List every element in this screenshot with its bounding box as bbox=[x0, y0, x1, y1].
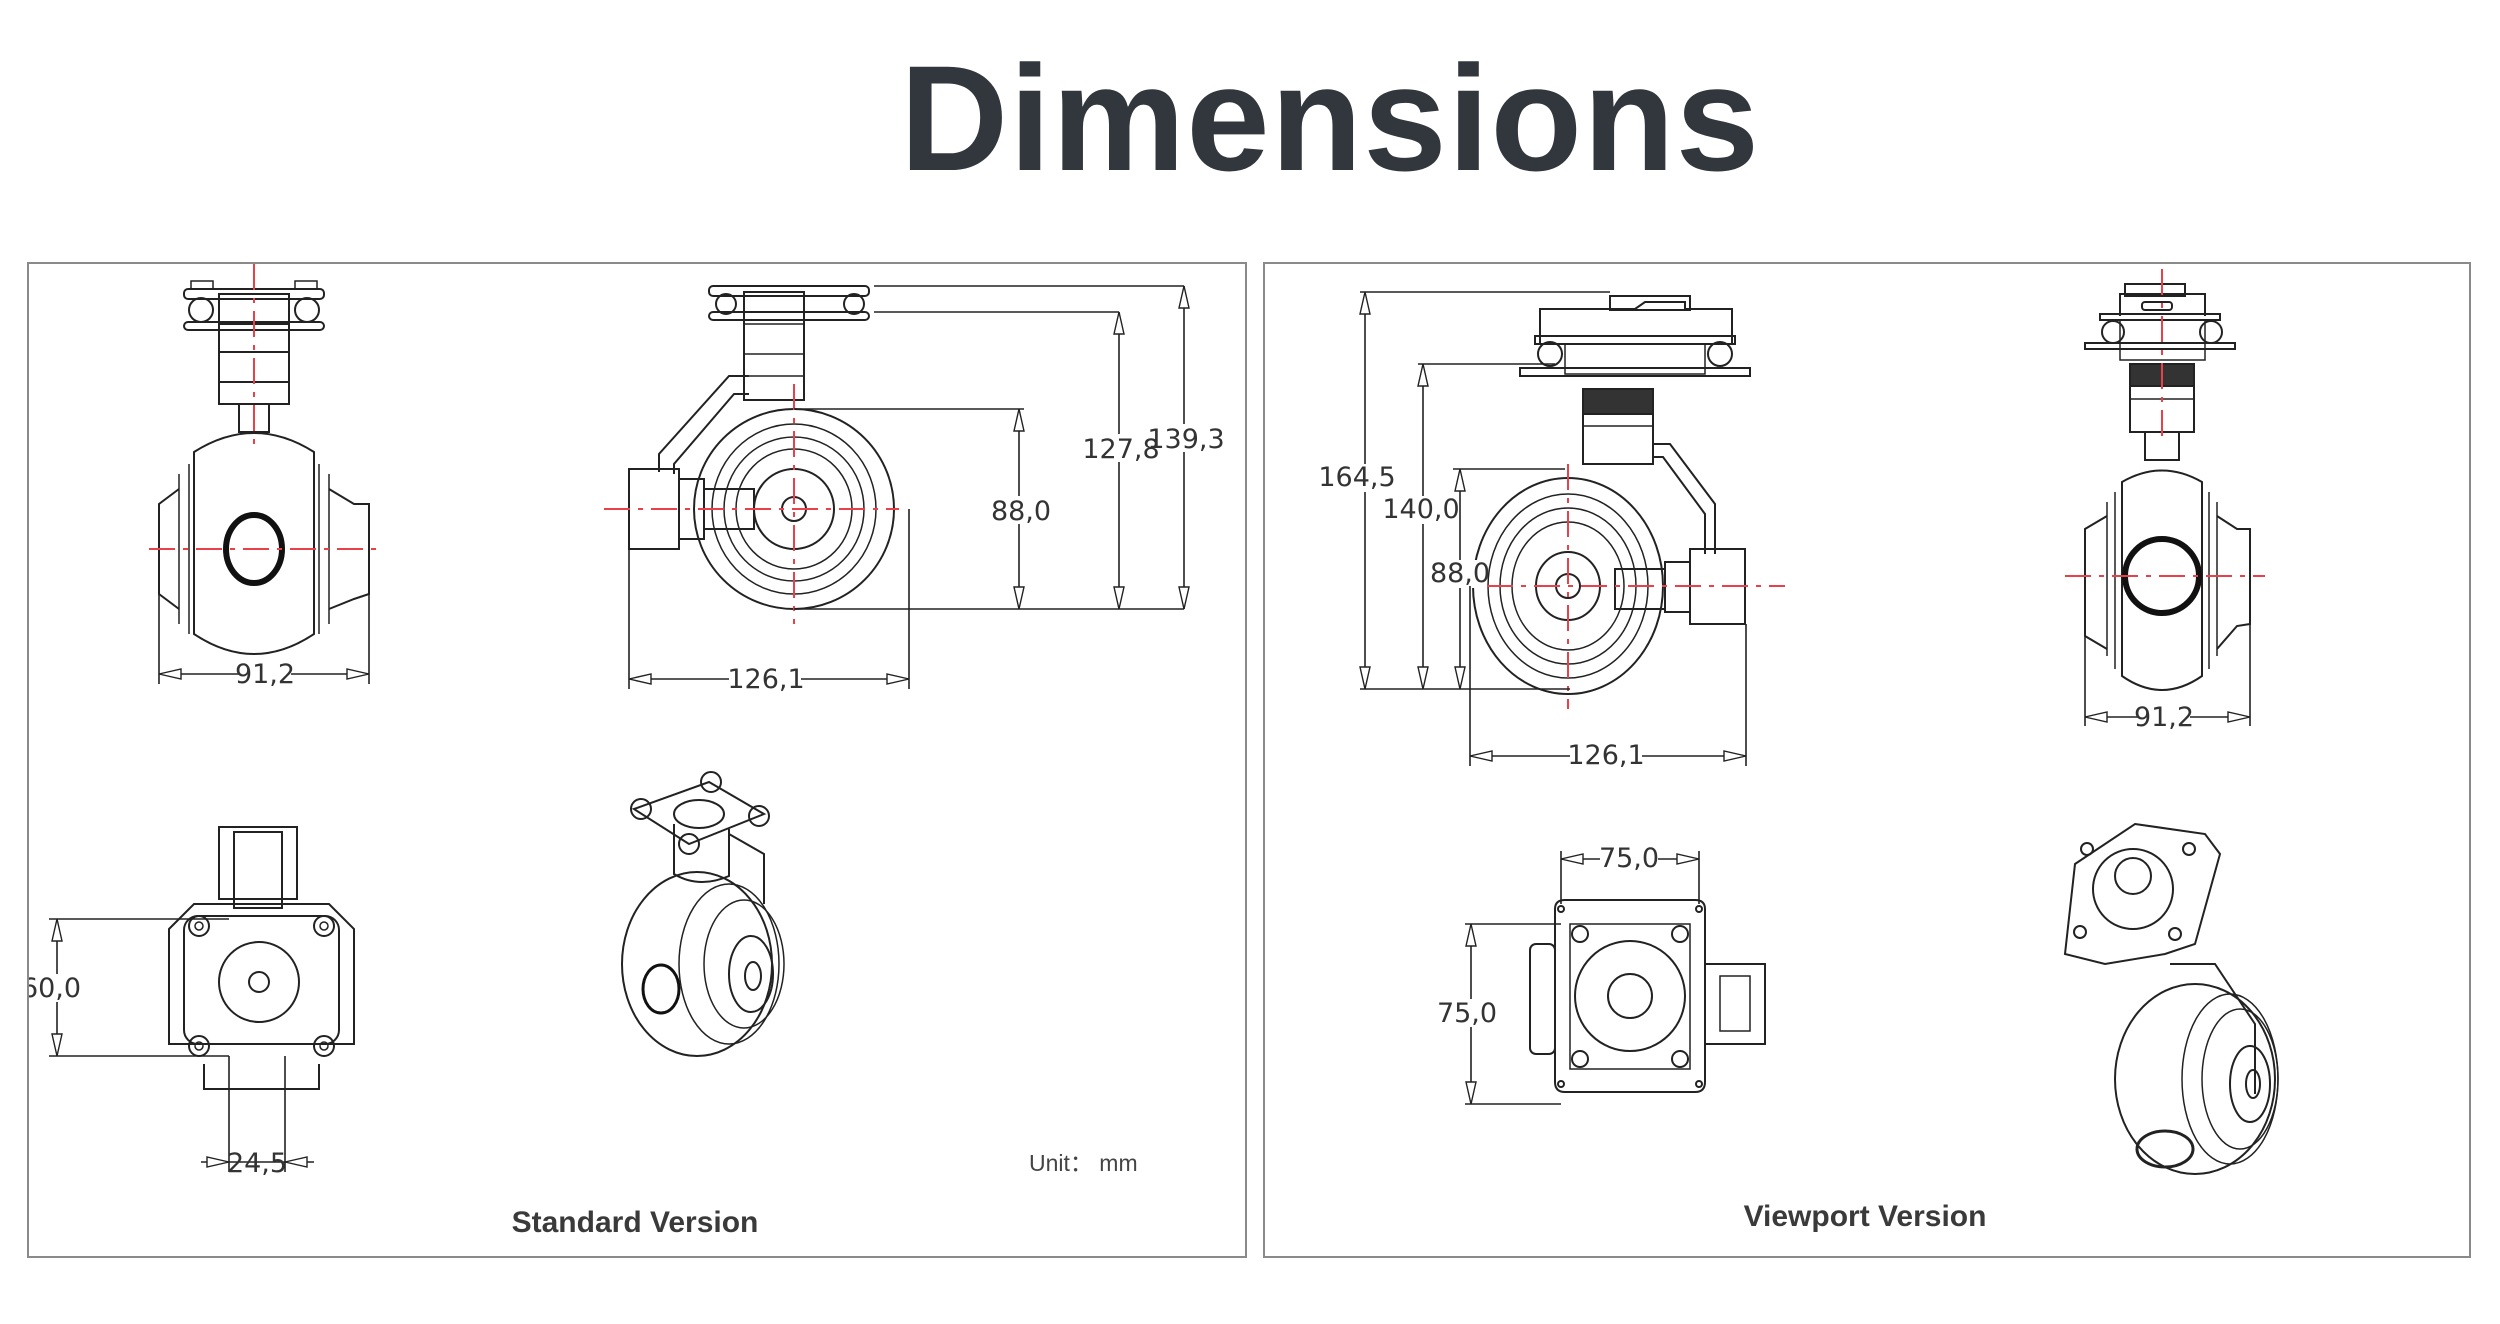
unit-label: Unit： mm bbox=[1029, 1150, 1138, 1176]
viewport-ball-height-label: 88,0 bbox=[1430, 558, 1490, 589]
standard-version-drawing: 91,2 bbox=[29, 264, 1225, 1179]
standard-total-height-label: 139,3 bbox=[1147, 424, 1224, 455]
standard-isometric-view bbox=[621, 771, 785, 1057]
standard-front-view bbox=[149, 264, 379, 687]
standard-version-caption: Standard Version bbox=[511, 1206, 759, 1239]
viewport-version-caption: Viewport Version bbox=[1743, 1200, 1987, 1233]
viewport-hole-horizontal-label: 75,0 bbox=[1599, 843, 1659, 874]
viewport-side-view bbox=[1325, 291, 1785, 770]
standard-hole-horizontal-label: 24,5 bbox=[227, 1148, 287, 1179]
standard-ball-height-label: 88,0 bbox=[991, 496, 1051, 527]
viewport-side-width-label: 126,1 bbox=[1567, 740, 1644, 771]
viewport-hole-vertical-label: 75,0 bbox=[1437, 998, 1497, 1029]
viewport-front-width-label: 91,2 bbox=[2134, 702, 2194, 733]
standard-version-panel: 91,2 bbox=[27, 262, 1247, 1258]
standard-plate-height-label: 127,8 bbox=[1082, 434, 1159, 465]
viewport-mount-view bbox=[1437, 844, 1766, 1105]
standard-side-width-label: 126,1 bbox=[727, 664, 804, 695]
viewport-version-drawing: 164,5 140,0 88,0 126,1 bbox=[1318, 269, 2279, 1175]
standard-front-width-label: 91,2 bbox=[235, 659, 295, 690]
viewport-plate-height-label: 140,0 bbox=[1382, 494, 1459, 525]
viewport-version-panel: 164,5 140,0 88,0 126,1 bbox=[1263, 262, 2471, 1258]
page-title: Dimensions bbox=[899, 34, 1761, 202]
viewport-total-height-label: 164,5 bbox=[1318, 462, 1395, 493]
standard-hole-vertical-label: 60,0 bbox=[29, 973, 81, 1004]
standard-bottom-view bbox=[31, 826, 355, 1172]
viewport-front-view bbox=[2065, 269, 2265, 730]
standard-side-view bbox=[604, 285, 1212, 692]
viewport-isometric-view bbox=[2063, 822, 2279, 1175]
